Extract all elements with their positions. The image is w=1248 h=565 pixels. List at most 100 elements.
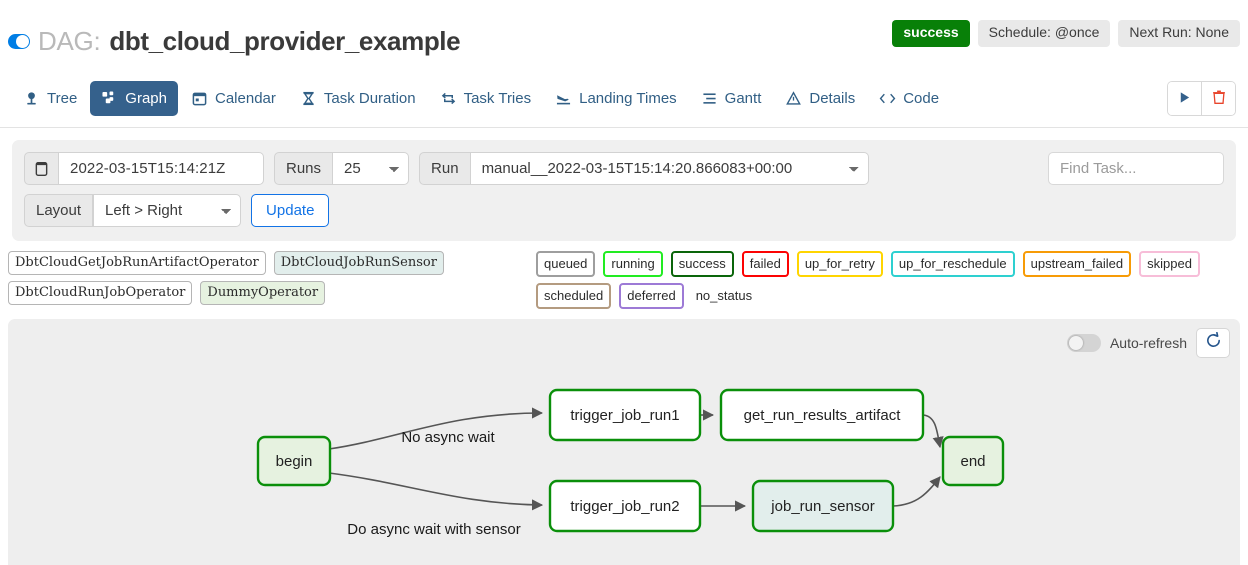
hourglass-icon xyxy=(300,90,317,107)
triangle-icon xyxy=(785,90,802,107)
node-label: end xyxy=(960,453,985,470)
action-divider xyxy=(1201,82,1202,115)
layout-label: Layout xyxy=(24,194,94,227)
legend-status-chip[interactable]: success xyxy=(670,251,734,277)
tab-calendar[interactable]: Calendar xyxy=(180,81,287,116)
num-runs-group: Runs 25 xyxy=(274,152,410,185)
layout-group: Layout Left > Right xyxy=(24,194,242,227)
dag-name: dbt_cloud_provider_example xyxy=(109,26,461,56)
legend-operator-chip[interactable]: DummyOperator xyxy=(200,281,326,305)
legend-status-chip[interactable]: up_for_retry xyxy=(796,251,883,277)
dag-graph-svg[interactable]: No async wait Do async wait with sensor … xyxy=(8,319,1240,565)
update-button[interactable]: Update xyxy=(251,194,330,227)
tab-label: Task Tries xyxy=(463,90,532,107)
refresh-button[interactable] xyxy=(1196,328,1230,358)
edge-begin-trigger_job_run2[interactable] xyxy=(328,472,544,511)
graph-toolbar: Auto-refresh xyxy=(1066,328,1230,358)
node-shape[interactable] xyxy=(548,388,702,442)
tab-label: Tree xyxy=(47,90,78,107)
tab-code[interactable]: Code xyxy=(868,81,950,116)
edge-job_run_sensor-end[interactable] xyxy=(892,476,941,507)
run-label: Run xyxy=(419,152,471,185)
tab-label: Graph xyxy=(125,90,167,107)
node-shape[interactable] xyxy=(941,435,1005,487)
tab-list: Tree Graph Calendar Task Duration Task T xyxy=(12,81,950,116)
dag-title: DAG: dbt_cloud_provider_example xyxy=(8,26,461,57)
tab-label: Code xyxy=(903,90,940,107)
tab-label: Calendar xyxy=(215,90,276,107)
task-node-get_run_results_artifact[interactable]: get_run_results_artifact xyxy=(719,388,925,442)
task-node-end[interactable]: end xyxy=(941,435,1005,487)
node-shape[interactable] xyxy=(751,479,895,533)
legend-status-chip[interactable]: no_status xyxy=(695,288,753,303)
task-node-trigger_job_run1[interactable]: trigger_job_run1 xyxy=(548,388,702,442)
find-task-input[interactable] xyxy=(1048,152,1224,185)
legend-status-chip[interactable]: queued xyxy=(536,251,596,277)
tab-gantt[interactable]: Gantt xyxy=(690,81,773,116)
edge-label: Do async wait with sensor xyxy=(347,521,520,538)
legend-status-chip[interactable]: deferred xyxy=(619,283,684,309)
filter-row-primary: 2022-03-15T15:14:21Z Runs 25 Run manual_… xyxy=(24,152,1224,185)
legend-operator-chip[interactable]: DbtCloudRunJobOperator xyxy=(8,281,193,305)
num-runs-select[interactable]: 25 xyxy=(333,152,410,185)
calendar-icon xyxy=(191,90,208,107)
tab-tree[interactable]: Tree xyxy=(12,81,88,116)
node-shape[interactable] xyxy=(256,435,332,487)
run-id-select[interactable]: manual__2022-03-15T15:14:20.866083+00:00 xyxy=(470,152,869,185)
tab-label: Task Duration xyxy=(323,90,416,107)
tab-label: Details xyxy=(809,90,856,107)
graph-edge-labels: No async wait Do async wait with sensor xyxy=(347,429,520,538)
task-node-job_run_sensor[interactable]: job_run_sensor xyxy=(751,479,895,533)
tab-task-tries[interactable]: Task Tries xyxy=(429,81,543,116)
node-shape[interactable] xyxy=(719,388,925,442)
tab-details[interactable]: Details xyxy=(774,81,866,116)
schedule-badge[interactable]: Schedule: @once xyxy=(977,20,1111,47)
graph-icon xyxy=(101,90,118,107)
node-label: begin xyxy=(276,453,313,470)
layout-select[interactable]: Left > Right xyxy=(93,194,242,227)
delete-dag-button[interactable] xyxy=(1202,82,1235,115)
next-run-badge[interactable]: Next Run: None xyxy=(1118,20,1240,47)
legend-status-chip[interactable]: scheduled xyxy=(536,283,612,309)
page-header: DAG: dbt_cloud_provider_example success … xyxy=(0,0,1248,70)
play-icon xyxy=(1178,91,1191,107)
runs-label: Runs xyxy=(274,152,334,185)
legend-status-chip[interactable]: up_for_reschedule xyxy=(890,251,1015,277)
base-date-input[interactable]: 2022-03-15T15:14:21Z xyxy=(59,152,264,185)
legend-operator-chip[interactable]: DbtCloudGetJobRunArtifactOperator xyxy=(8,251,266,275)
graph-edges xyxy=(328,407,944,512)
legend-operator-chip[interactable]: DbtCloudJobRunSensor xyxy=(273,251,444,275)
node-shape[interactable] xyxy=(548,479,702,533)
legend-status-chip[interactable]: running xyxy=(603,251,663,277)
tree-icon xyxy=(23,90,40,107)
node-label: get_run_results_artifact xyxy=(744,407,902,424)
base-date-group: 2022-03-15T15:14:21Z xyxy=(24,152,264,185)
filter-toolbar: 2022-03-15T15:14:21Z Runs 25 Run manual_… xyxy=(12,140,1236,241)
refresh-icon xyxy=(1205,331,1222,354)
legend-status-chip[interactable]: skipped xyxy=(1139,251,1200,277)
calendar-icon[interactable] xyxy=(24,152,59,185)
graph-canvas[interactable]: Auto-refresh No async xyxy=(8,319,1240,565)
trigger-dag-button[interactable] xyxy=(1168,82,1201,115)
landing-icon xyxy=(555,90,572,107)
task-node-begin[interactable]: begin xyxy=(256,435,332,487)
edge-get_run_results_artifact-end[interactable] xyxy=(922,414,944,449)
dag-pause-toggle[interactable] xyxy=(8,34,30,49)
status-legend: queued running success failed up_for_ret… xyxy=(536,251,1236,309)
tab-task-duration[interactable]: Task Duration xyxy=(289,81,427,116)
tab-landing-times[interactable]: Landing Times xyxy=(544,81,688,116)
auto-refresh-toggle[interactable] xyxy=(1066,334,1101,352)
task-node-trigger_job_run2[interactable]: trigger_job_run2 xyxy=(548,479,702,533)
tab-graph[interactable]: Graph xyxy=(90,81,178,116)
edge-begin-trigger_job_run1[interactable] xyxy=(328,407,544,450)
dag-action-buttons xyxy=(1167,81,1236,116)
dag-nav-tabs: Tree Graph Calendar Task Duration Task T xyxy=(0,70,1248,128)
status-badge: success xyxy=(892,20,970,47)
dag-label: DAG: xyxy=(38,26,101,56)
legend-status-chip[interactable]: upstream_failed xyxy=(1022,251,1132,277)
node-label: trigger_job_run2 xyxy=(570,498,679,515)
code-icon xyxy=(879,90,896,107)
gantt-icon xyxy=(701,90,718,107)
retry-icon xyxy=(440,90,457,107)
legend-status-chip[interactable]: failed xyxy=(741,251,789,277)
